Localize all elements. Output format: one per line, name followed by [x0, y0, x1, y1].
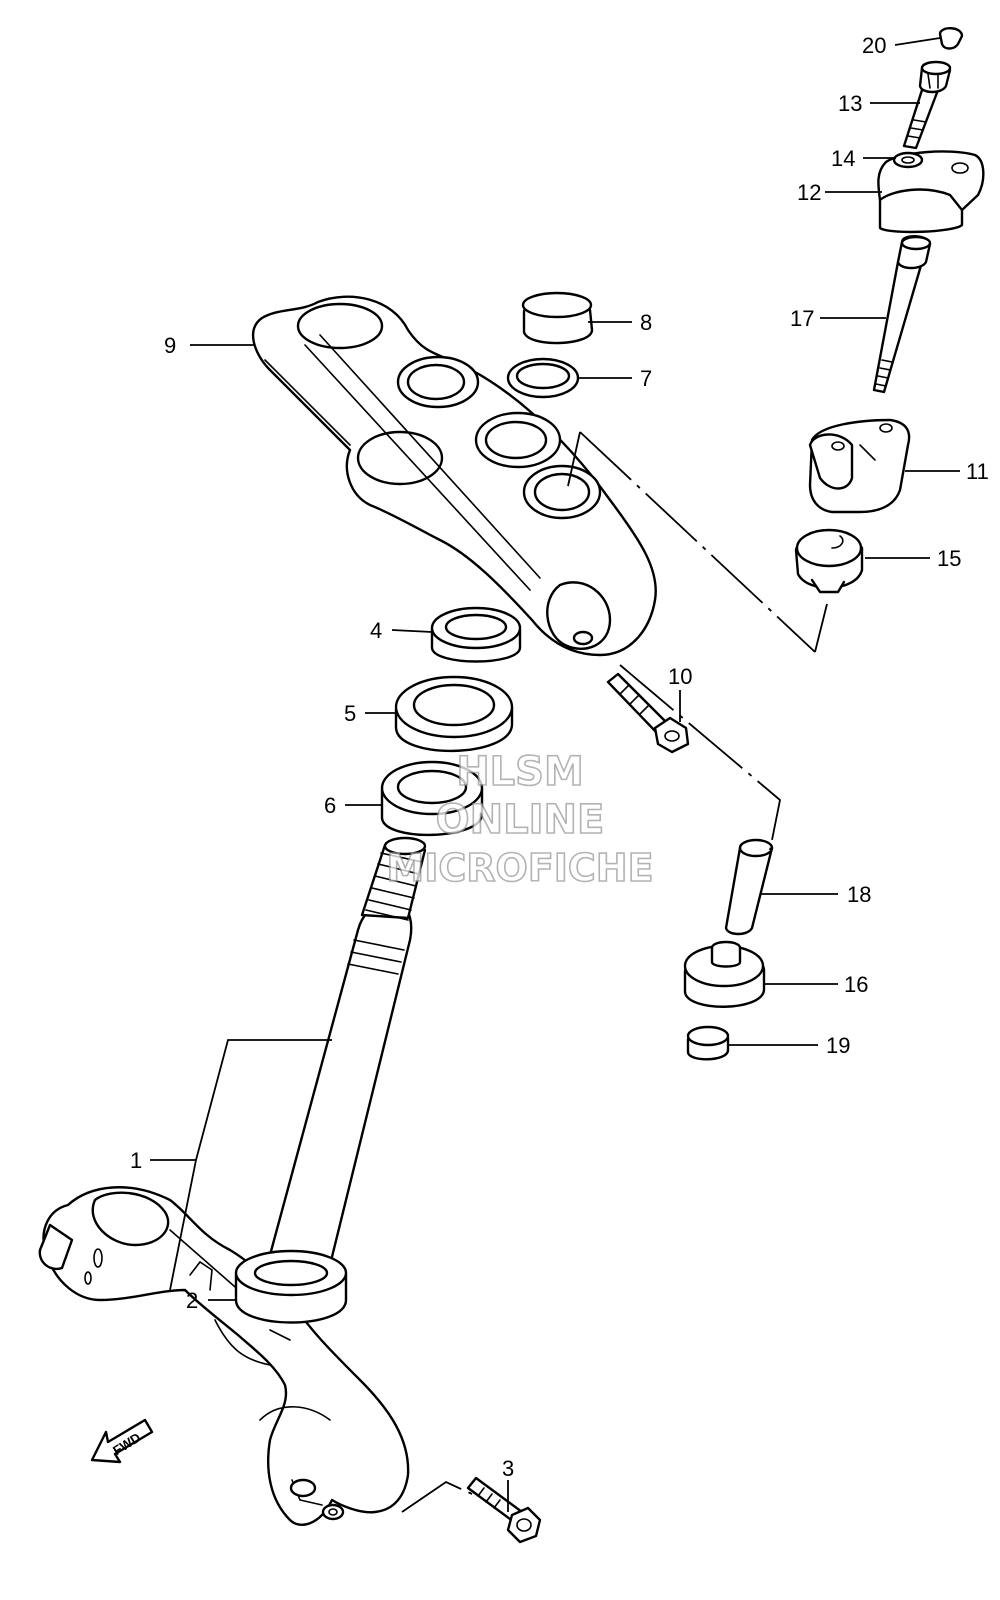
callout-17: 17: [790, 306, 814, 331]
callout-16: 16: [844, 972, 868, 997]
callout-7: 7: [640, 366, 652, 391]
forward-direction-arrow: FWD: [90, 1418, 154, 1464]
callout-labels: 9 8 7 4 5 6 1 2 3 10 11 15 20 13 14 12 1…: [130, 33, 989, 1481]
cap-nut: [521, 291, 594, 345]
callout-20: 20: [862, 33, 886, 58]
callout-10: 10: [668, 664, 692, 689]
dust-seal: [394, 675, 514, 753]
watermark-line-3: MICROFICHE: [386, 846, 653, 890]
flange-nut: [686, 1025, 730, 1061]
callout-14: 14: [831, 146, 855, 171]
callout-6: 6: [324, 793, 336, 818]
upper-bearing: [380, 760, 484, 837]
handlebar-holder-upper: [877, 150, 985, 234]
callout-1: 1: [130, 1148, 142, 1173]
callout-11: 11: [966, 459, 989, 484]
upper-cushion: [794, 528, 864, 594]
holder-washer: [892, 151, 924, 169]
bracket-bolt: [606, 672, 690, 754]
holder-upper-bolt: [902, 60, 952, 150]
callout-15: 15: [937, 546, 961, 571]
lower-cushion: [683, 940, 766, 1008]
bolt-cap: [938, 27, 964, 50]
callout-13: 13: [838, 91, 862, 116]
callout-19: 19: [826, 1033, 850, 1058]
alignment-lines: [401, 431, 828, 1513]
callout-12: 12: [797, 180, 821, 205]
callout-8: 8: [640, 310, 652, 335]
upper-bracket: [251, 295, 657, 657]
callout-3: 3: [502, 1456, 514, 1481]
stem-clamp-bolt: [466, 1476, 542, 1544]
handlebar-holder-lower: [808, 418, 911, 514]
collar: [724, 838, 774, 936]
callout-2: 2: [186, 1288, 198, 1313]
washer: [506, 357, 580, 399]
watermark-line-1: HLSM: [456, 749, 584, 795]
callout-9: 9: [164, 333, 176, 358]
callout-4: 4: [370, 618, 382, 643]
watermark-line-2: ONLINE: [436, 797, 605, 843]
callout-5: 5: [344, 701, 356, 726]
watermark: HLSM ONLINE MICROFICHE: [386, 748, 655, 891]
callout-18: 18: [847, 882, 871, 907]
lock-nut: [430, 606, 522, 663]
steering-stem-lower-bracket: [38, 836, 427, 1526]
holder-bolt: [872, 235, 932, 394]
